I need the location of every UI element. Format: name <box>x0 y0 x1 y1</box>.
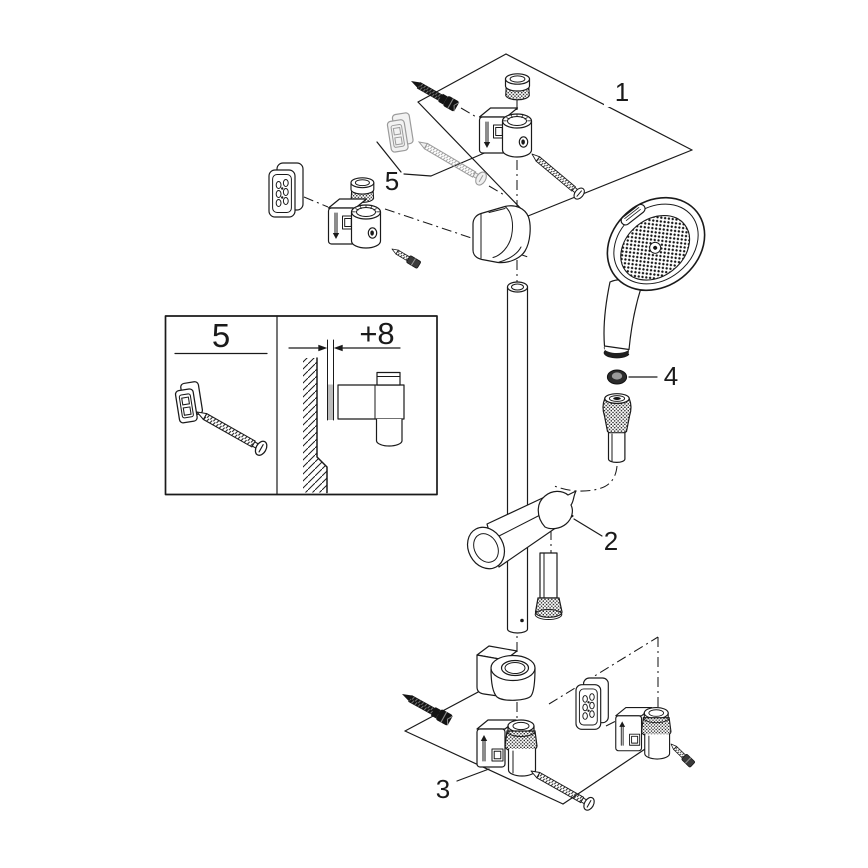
spacer-plate <box>327 384 334 420</box>
bracket-cap <box>504 73 531 101</box>
bottom-elbow-cover <box>476 645 536 701</box>
hose-centerline <box>551 465 618 492</box>
dimension-arrow <box>318 344 328 352</box>
shower-head-hook <box>537 490 577 530</box>
hose-rail-connector <box>534 552 563 620</box>
shower-rail <box>506 281 529 634</box>
callout-4-label: 4 <box>664 361 678 391</box>
inset-dimension-label: +8 <box>359 316 394 351</box>
top-plane-edge <box>527 149 693 217</box>
callout-3-leader <box>456 768 490 782</box>
rail-glide-bracket <box>476 719 538 777</box>
mounting-screw <box>398 688 454 727</box>
clamp-screw <box>389 245 422 270</box>
wall-escutcheon-plate <box>575 677 609 730</box>
wall-escutcheon-plate <box>268 162 304 218</box>
callout-1-label: 1 <box>615 77 629 107</box>
callout-labels: 1 2 3 4 5 <box>385 75 678 804</box>
bottom-plane-edge <box>562 740 658 805</box>
bracket-side-view <box>337 371 405 447</box>
top-plane-edge <box>505 53 693 151</box>
mounting-screw <box>407 75 461 113</box>
dimension-arrow <box>333 344 343 352</box>
grey-wall-screw <box>417 141 487 186</box>
wall-plug <box>385 111 416 154</box>
hand-shower <box>603 196 706 359</box>
top-plane-edge <box>417 101 529 217</box>
wall-face-line <box>316 357 328 494</box>
clamp-screw <box>667 740 696 768</box>
washer-callout <box>606 369 658 385</box>
rail-glide-bracket <box>615 706 672 760</box>
callout-2-leader <box>573 518 603 537</box>
callout-2-label: 2 <box>604 526 618 556</box>
bracket-screw <box>527 148 587 202</box>
handle-end-cap <box>603 346 629 358</box>
inset-number-label: 5 <box>212 317 230 354</box>
shower-handle <box>603 279 642 351</box>
shower-head-face <box>606 196 706 292</box>
rail-slider-holder <box>466 490 603 620</box>
bottom-bracket-assembly <box>398 645 696 813</box>
inset-detail-box: 5 +8 <box>164 315 438 496</box>
rail-glide-bracket <box>478 107 533 158</box>
wall-hatching <box>303 358 327 493</box>
hose-connector <box>602 393 632 463</box>
rail-glide-bracket <box>327 198 382 249</box>
callout-3-label: 3 <box>436 774 450 804</box>
slider-knob <box>466 526 506 570</box>
rail-cover-clip <box>472 205 531 264</box>
callout-5-label: 5 <box>385 166 399 196</box>
top-bracket-assembly <box>268 73 587 270</box>
